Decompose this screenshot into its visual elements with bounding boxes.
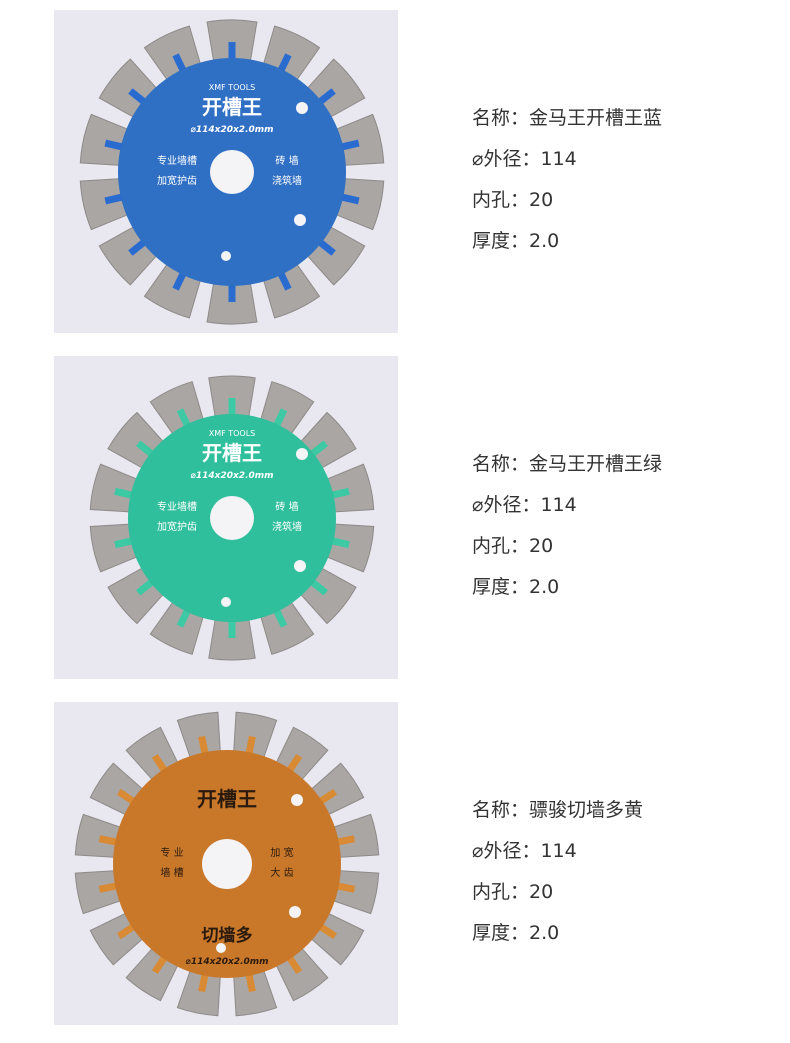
spec-bore: 内孔：20: [472, 881, 554, 903]
blade-vent-hole: [296, 448, 308, 460]
blade-vent-hole: [289, 906, 301, 918]
blade-slot: [114, 487, 134, 499]
product-item: XMF TOOLS 开槽王 ⌀114x20x2.0mm 专业墙槽 加宽护齿 砖 …: [0, 10, 790, 333]
blade-vent-hole: [294, 560, 306, 572]
blade-size: ⌀114x20x2.0mm: [185, 957, 268, 967]
blade-left-text-2: 加宽护齿: [157, 520, 197, 533]
blade-slot: [98, 835, 118, 846]
blade-slot: [114, 537, 134, 549]
product-specs: 名称：骠骏切墙多黄 ⌀外径：114 内孔：20 厚度：2.0: [472, 790, 643, 954]
blade-slot: [172, 53, 187, 73]
product-photo: XMF TOOLS 开槽王 ⌀114x20x2.0mm 专业墙槽 加宽护齿 砖 …: [54, 10, 398, 333]
blade-slot: [151, 955, 168, 975]
blade-slot: [135, 440, 155, 458]
product-photo: XMF TOOLS 开槽王 ⌀114x20x2.0mm 专业墙槽 加宽护齿 砖 …: [54, 356, 398, 679]
spec-bore: 内孔：20: [472, 189, 554, 211]
blade-slot: [172, 271, 187, 291]
spec-thickness: 厚度：2.0: [472, 576, 560, 598]
blade-slot: [116, 788, 136, 805]
spec-name: 名称：骠骏切墙多黄: [472, 799, 644, 821]
blade-slot: [286, 955, 303, 975]
blade-left-text-2: 墙 槽: [160, 866, 183, 879]
blade-right-text-2: 大 齿: [270, 866, 293, 879]
blade-hole: [210, 496, 254, 540]
blade-title: 开槽王: [197, 787, 257, 811]
blade-slot: [198, 735, 209, 755]
blade-slot: [273, 608, 288, 628]
blade-brand: XMF TOOLS: [209, 83, 256, 92]
spec-outer-diameter: ⌀外径：114: [472, 148, 577, 170]
blade-slot: [330, 487, 350, 499]
blade-slot: [198, 973, 209, 993]
blade-slot: [318, 788, 338, 805]
saw-blade-image: XMF TOOLS 开槽王 ⌀114x20x2.0mm 专业墙槽 加宽护齿 砖 …: [79, 19, 385, 325]
blade-left-text-1: 专 业: [160, 846, 183, 859]
product-photo: 开槽王 ⌀114x20x2.0mm 专 业 墙 槽 加 宽 大 齿 切墙多: [54, 702, 398, 1025]
blade-slot: [104, 193, 124, 205]
blade-slot: [336, 882, 356, 893]
blade-slogan: 切墙多: [202, 925, 253, 946]
blade-slot: [340, 139, 360, 151]
blade-size: ⌀114x20x2.0mm: [190, 125, 273, 135]
blade-slot: [277, 271, 292, 291]
blade-slot: [317, 88, 336, 105]
blade-slot: [286, 753, 303, 773]
blade-slot: [330, 537, 350, 549]
blade-vent-hole: [296, 102, 308, 114]
blade-slot: [317, 239, 336, 256]
blade-slot: [309, 578, 329, 596]
blade-slot: [116, 923, 136, 940]
blade-slot: [128, 239, 147, 256]
spec-outer-diameter: ⌀外径：114: [472, 494, 577, 516]
blade-slot: [104, 139, 124, 151]
spec-name: 名称：金马王开槽王绿: [472, 453, 663, 475]
blade-slot: [128, 88, 147, 105]
blade-slot: [309, 440, 329, 458]
blade-slot: [176, 408, 191, 428]
blade-hole: [210, 150, 254, 194]
blade-title: 开槽王: [202, 441, 262, 465]
blade-left-text-1: 专业墙槽: [157, 500, 197, 513]
saw-blade-image: 开槽王 ⌀114x20x2.0mm 专 业 墙 槽 加 宽 大 齿 切墙多: [74, 711, 380, 1017]
spec-bore: 内孔：20: [472, 535, 554, 557]
blade-slot: [245, 735, 256, 755]
spec-thickness: 厚度：2.0: [472, 230, 560, 252]
blade-slot: [98, 882, 118, 893]
spec-name: 名称：金马王开槽王蓝: [472, 107, 663, 129]
blade-title: 开槽王: [202, 95, 262, 119]
product-specs: 名称：金马王开槽王绿 ⌀外径：114 内孔：20 厚度：2.0: [472, 444, 662, 608]
spec-outer-diameter: ⌀外径：114: [472, 840, 577, 862]
blade-slot: [135, 578, 155, 596]
spec-thickness: 厚度：2.0: [472, 922, 560, 944]
blade-left-text-2: 加宽护齿: [157, 174, 197, 187]
blade-right-text-1: 砖 墙: [275, 154, 298, 167]
product-specs: 名称：金马王开槽王蓝 ⌀外径：114 内孔：20 厚度：2.0: [472, 98, 662, 262]
blade-slot: [340, 193, 360, 205]
product-item: XMF TOOLS 开槽王 ⌀114x20x2.0mm 专业墙槽 加宽护齿 砖 …: [0, 356, 790, 679]
blade-left-text-1: 专业墙槽: [157, 154, 197, 167]
blade-slot: [277, 53, 292, 73]
blade-slot: [318, 923, 338, 940]
blade-right-text-1: 加 宽: [270, 846, 293, 859]
blade-brand: XMF TOOLS: [209, 429, 256, 438]
blade-vent-hole: [221, 597, 231, 607]
blade-vent-hole: [216, 943, 226, 953]
blade-right-text-2: 浇筑墙: [272, 520, 302, 533]
blade-slot: [336, 835, 356, 846]
blade-slot: [245, 973, 256, 993]
blade-vent-hole: [291, 794, 303, 806]
blade-vent-hole: [221, 251, 231, 261]
blade-size: ⌀114x20x2.0mm: [190, 471, 273, 481]
blade-slot: [273, 408, 288, 428]
blade-slot: [176, 608, 191, 628]
blade-right-text-1: 砖 墙: [275, 500, 298, 513]
saw-blade-image: XMF TOOLS 开槽王 ⌀114x20x2.0mm 专业墙槽 加宽护齿 砖 …: [89, 375, 375, 661]
blade-vent-hole: [294, 214, 306, 226]
blade-slot: [151, 753, 168, 773]
product-item: 开槽王 ⌀114x20x2.0mm 专 业 墙 槽 加 宽 大 齿 切墙多 名称…: [0, 702, 790, 1025]
blade-right-text-2: 浇筑墙: [272, 174, 302, 187]
blade-hole: [202, 839, 252, 889]
